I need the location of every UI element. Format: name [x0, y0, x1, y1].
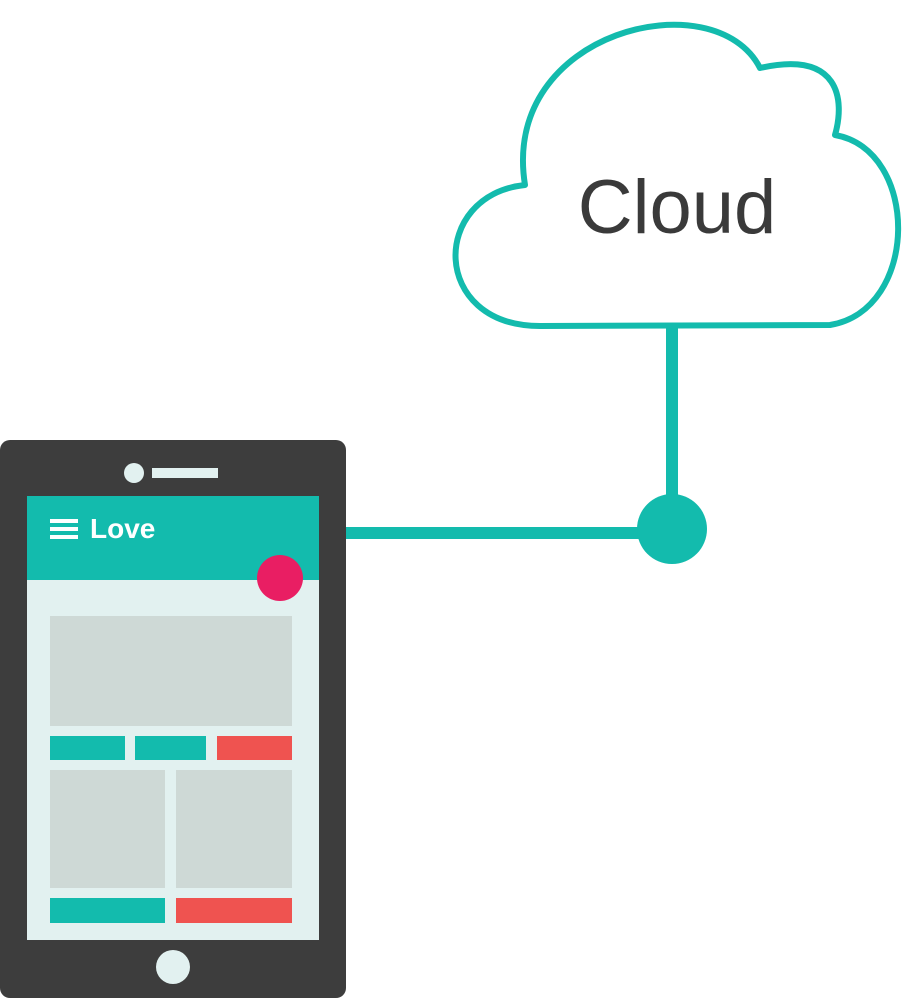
cloud-label: Cloud — [578, 165, 777, 250]
phone: Love — [0, 440, 346, 998]
cloud-outline — [452, 21, 902, 329]
menu-icon — [50, 519, 78, 539]
app-title: Love — [90, 513, 155, 544]
phone-screen: Love — [27, 496, 319, 940]
card-action-left — [50, 898, 165, 923]
card-image-right — [176, 770, 292, 888]
front-camera-icon — [124, 463, 144, 483]
floating-action-button — [257, 555, 303, 601]
cloud: Cloud — [452, 21, 902, 329]
card-image-left — [50, 770, 165, 888]
card-action-3 — [217, 736, 292, 760]
card-action-2 — [135, 736, 206, 760]
card-image-large — [50, 616, 292, 726]
card-action-right — [176, 898, 292, 923]
card-action-1 — [50, 736, 125, 760]
speaker-grille — [152, 468, 218, 478]
home-button — [156, 950, 190, 984]
connector-node — [637, 494, 707, 564]
